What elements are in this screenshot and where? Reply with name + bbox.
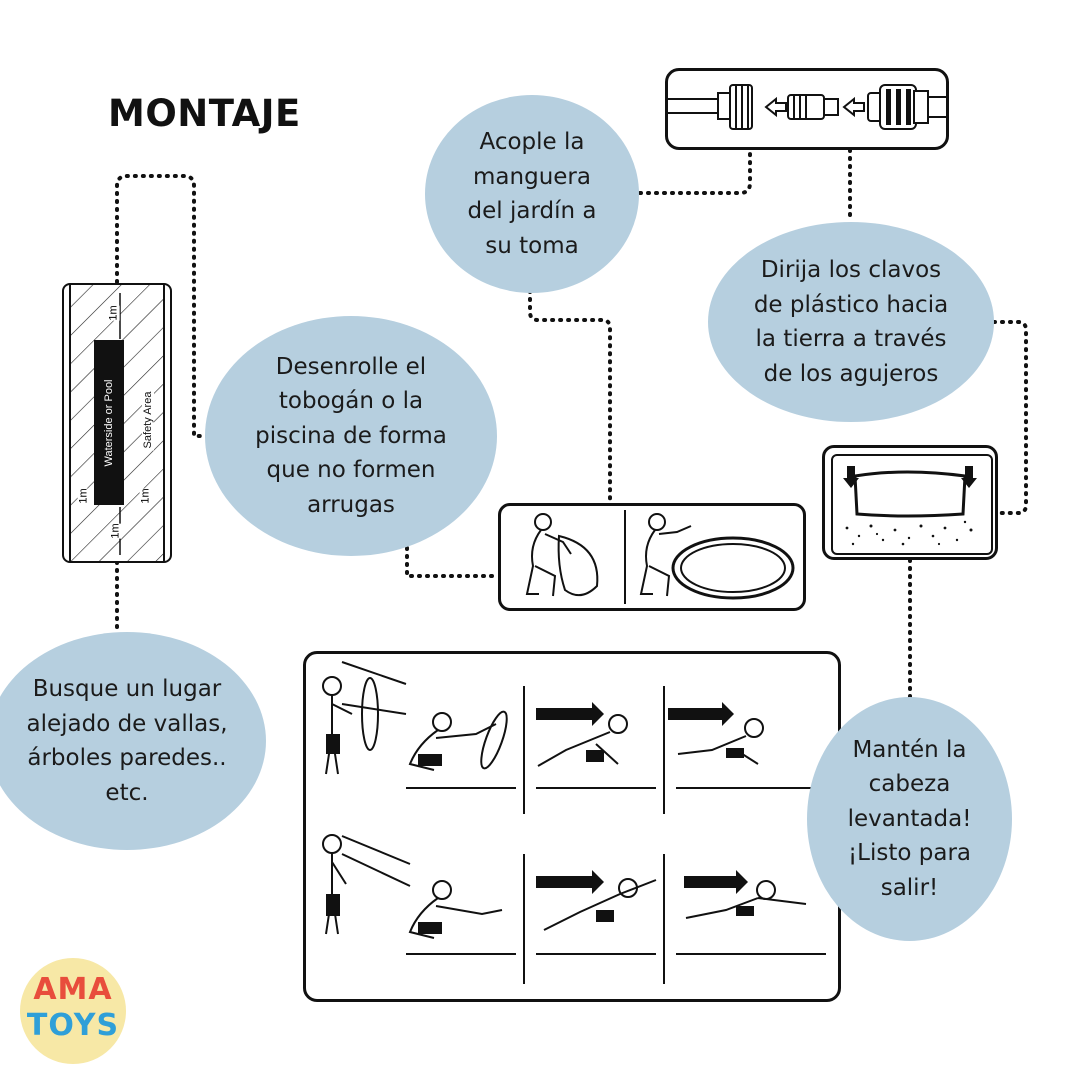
sliding-instructions-illustration: [303, 651, 841, 1002]
ground-stakes-graphic: [843, 466, 977, 546]
step-text-hose: Acople la manguera del jardín a su toma: [467, 129, 597, 259]
logo-line2: TOYS: [26, 1008, 120, 1043]
unroll-illustration: [498, 503, 806, 611]
amatoys-logo: AMA TOYS: [20, 958, 126, 1064]
step-text-location: Busque un lugar alejado de vallas, árbol…: [26, 676, 228, 806]
distance-label-top: 1m: [107, 305, 120, 321]
stakes-illustration: [822, 445, 998, 560]
pool-label: Waterside or Pool: [103, 379, 115, 467]
step-text-unroll: Desenrolle el tobogán o la piscina de fo…: [255, 353, 447, 518]
safety-area-label: Safety Area: [142, 389, 154, 451]
logo-line1: AMA: [33, 972, 113, 1007]
sliding-sequence-graphic: [322, 661, 826, 984]
hatched-area-graphic: [69, 285, 165, 561]
step-text-slide: Mantén la cabeza levantada! ¡Listo para …: [847, 736, 972, 901]
step-bubble-slide: Mantén la cabeza levantada! ¡Listo para …: [807, 697, 1012, 941]
stakes-inner-frame: [831, 454, 993, 555]
step-text-stakes: Dirija los clavos de plástico hacia la t…: [753, 257, 949, 387]
step-bubble-hose: Acople la manguera del jardín a su toma: [425, 95, 639, 293]
step-bubble-unroll: Desenrolle el tobogán o la piscina de fo…: [205, 316, 497, 556]
safety-area-diagram: Waterside or Pool Safety Area 1m 1m 1m 1…: [62, 283, 172, 563]
distance-label-right: 1m: [139, 488, 152, 504]
distance-label-left: 1m: [77, 488, 90, 504]
distance-label-bottom: 1m: [109, 523, 122, 539]
step-bubble-stakes: Dirija los clavos de plástico hacia la t…: [708, 222, 994, 422]
hose-connector-illustration: [665, 68, 949, 150]
unroll-graphic: [525, 510, 795, 604]
hose-coupling-graphic: [668, 84, 946, 130]
page-title: MONTAJE: [108, 92, 301, 135]
step-bubble-location: Busque un lugar alejado de vallas, árbol…: [0, 632, 266, 850]
